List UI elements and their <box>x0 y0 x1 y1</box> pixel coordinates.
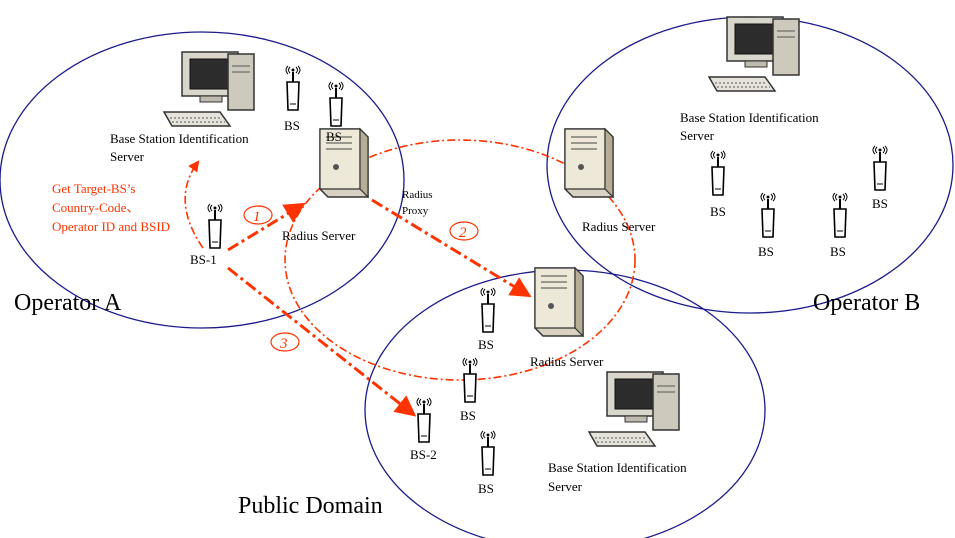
radius-pub-server-icon <box>534 267 584 337</box>
bs-b-3-icon <box>832 192 848 238</box>
bs-pub-2-icon <box>462 357 478 403</box>
bs-a-2-label: BS <box>326 129 342 144</box>
bsis-a-label-line2: Server <box>110 149 145 164</box>
bsis-a-pc-icon <box>163 51 255 127</box>
radius-proxy-label-line1: Radius <box>402 189 433 201</box>
radius-a-label: Radius Server <box>282 228 356 243</box>
bs1-icon <box>207 203 223 249</box>
bsis-a-label-line1: Base Station Identification <box>110 131 249 146</box>
step1-arrow <box>227 202 306 252</box>
bs-b-1-label: BS <box>710 204 726 219</box>
step1-label: 1 <box>253 209 261 225</box>
annotation-line1: Get Target-BS’s <box>52 181 135 196</box>
bs-b-1-icon <box>710 150 726 196</box>
bs2-label: BS-2 <box>410 447 437 462</box>
bsis-b-label-line2: Server <box>680 128 715 143</box>
bs1-label: BS-1 <box>190 252 217 267</box>
step2-marker <box>449 221 479 241</box>
bs2-icon <box>416 397 432 443</box>
operator-a-label: Operator A <box>14 290 122 316</box>
step3-marker <box>270 332 300 352</box>
annotation-line2: Country-Code、 <box>52 200 139 215</box>
bs-b-2-label: BS <box>758 244 774 259</box>
step2-label: 2 <box>459 225 467 241</box>
bsis-pub-label-line1: Base Station Identification <box>548 460 687 475</box>
bs-b-3-label: BS <box>830 244 846 259</box>
step1-marker <box>243 205 273 225</box>
bsis-pub-label-line2: Server <box>548 479 583 494</box>
bsid-query-arrow <box>184 160 204 249</box>
step3-label: 3 <box>279 336 288 352</box>
bs-a-2-icon <box>328 81 344 127</box>
radius-b-label: Radius Server <box>582 219 656 234</box>
bs-pub-1-icon <box>480 287 496 333</box>
bs-a-1-label: BS <box>284 118 300 133</box>
bs-a-1-icon <box>285 65 301 111</box>
bsis-b-pc-icon <box>708 16 800 92</box>
bs-b-4-icon <box>872 145 888 191</box>
radius-b-server-icon <box>564 128 614 198</box>
public-domain-label: Public Domain <box>238 493 383 519</box>
radius-proxy-label-line2: Proxy <box>402 205 429 217</box>
step3-arrow <box>227 266 417 417</box>
bs-pub-3-icon <box>480 430 496 476</box>
bs-pub-2-label: BS <box>460 408 476 423</box>
annotation-line3: Operator ID and BSID <box>52 219 170 234</box>
bs-b-4-label: BS <box>872 196 888 211</box>
bsis-pub-pc-icon <box>588 371 680 447</box>
step2-arrow <box>371 198 532 298</box>
bs-pub-1-label: BS <box>478 337 494 352</box>
bsis-b-label-line1: Base Station Identification <box>680 110 819 125</box>
bs-pub-3-label: BS <box>478 481 494 496</box>
operator-b-label: Operator B <box>813 290 920 316</box>
bs-b-2-icon <box>760 192 776 238</box>
radius-pub-label: Radius Server <box>530 354 604 369</box>
operator-a-region <box>0 31 405 329</box>
radius-proxy-boundary <box>284 139 636 381</box>
